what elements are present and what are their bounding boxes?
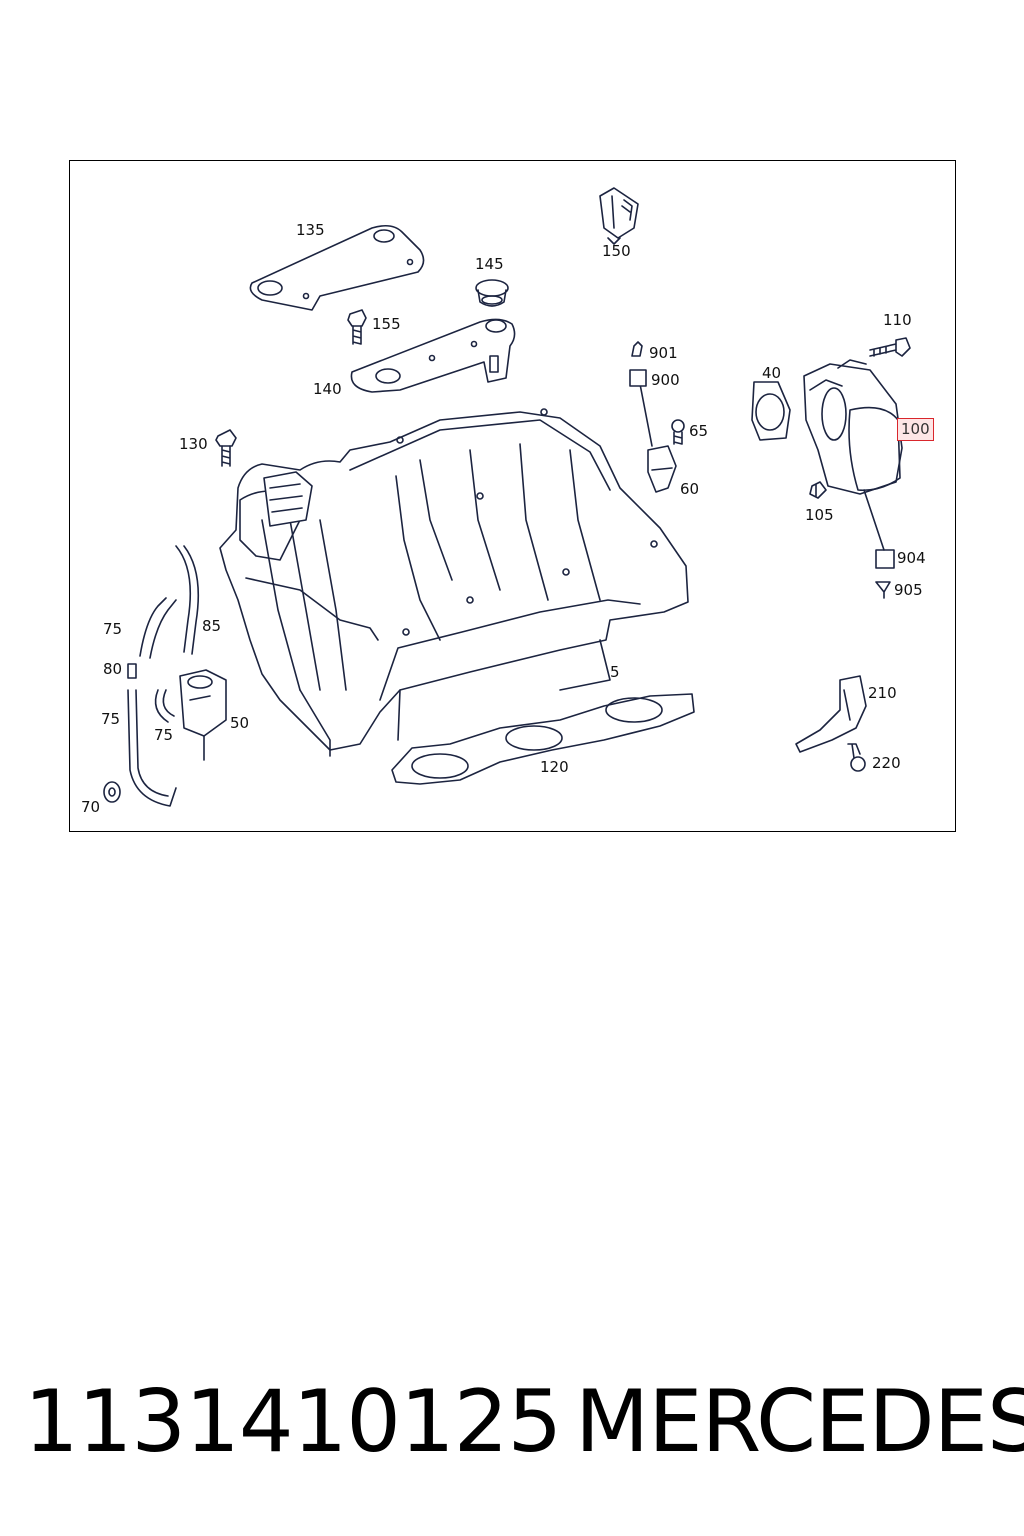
callout-145[interactable]: 145 — [475, 255, 504, 273]
callout-140[interactable]: 140 — [313, 380, 342, 398]
part-155-bolt — [347, 309, 367, 345]
part-135-bracket — [249, 224, 425, 311]
callout-85[interactable]: 85 — [202, 617, 222, 635]
callout-80[interactable]: 80 — [103, 660, 123, 678]
callout-905[interactable]: 905 — [894, 581, 923, 599]
callout-210[interactable]: 210 — [868, 684, 897, 702]
callout-75-lower[interactable]: 75 — [101, 710, 121, 728]
callout-70[interactable]: 70 — [81, 798, 101, 816]
part-145-cap — [475, 279, 509, 307]
callout-75-mid[interactable]: 75 — [154, 726, 174, 744]
callout-904[interactable]: 904 — [897, 549, 926, 567]
part-number-text: 1131410125 — [24, 1372, 562, 1472]
part-210-heat-shield — [795, 675, 867, 753]
callout-65[interactable]: 65 — [689, 422, 709, 440]
callout-900[interactable]: 900 — [651, 371, 680, 389]
part-120-gasket — [391, 693, 695, 785]
diagram-frame — [69, 160, 956, 832]
part-40-gasket — [751, 381, 791, 441]
part-5-intake-manifold — [219, 408, 689, 757]
part-60-sensor — [639, 383, 677, 493]
part-130-bolt — [215, 429, 237, 467]
callout-75-upper[interactable]: 75 — [103, 620, 123, 638]
part-75-hose-mid — [154, 689, 175, 723]
callout-130[interactable]: 130 — [179, 435, 208, 453]
callout-100-highlighted[interactable]: 100 — [897, 418, 934, 441]
part-900-connector — [629, 369, 647, 387]
part-100-throttle-body — [803, 359, 903, 495]
part-110-bolt — [869, 337, 911, 357]
part-50-valve — [179, 669, 227, 761]
callout-105[interactable]: 105 — [805, 506, 834, 524]
part-904-connector — [863, 489, 895, 569]
part-80-connector — [127, 663, 137, 679]
callout-50[interactable]: 50 — [230, 714, 250, 732]
callout-150[interactable]: 150 — [602, 242, 631, 260]
brand-text: MERCEDES — [575, 1372, 1024, 1472]
callout-220[interactable]: 220 — [872, 754, 901, 772]
part-140-bracket — [350, 318, 516, 393]
part-220-bolt — [847, 743, 866, 772]
callout-40[interactable]: 40 — [762, 364, 782, 382]
callout-5[interactable]: 5 — [610, 663, 620, 681]
part-75-hose-lower — [127, 689, 177, 807]
part-150-clip — [599, 187, 639, 245]
callout-120[interactable]: 120 — [540, 758, 569, 776]
part-105-clip — [809, 481, 827, 499]
part-85-hose — [175, 545, 200, 655]
callout-110[interactable]: 110 — [883, 311, 912, 329]
part-901-plug — [631, 341, 643, 357]
part-75-hose-upper — [139, 597, 177, 659]
callout-155[interactable]: 155 — [372, 315, 401, 333]
callout-901[interactable]: 901 — [649, 344, 678, 362]
part-65-screw — [671, 419, 685, 445]
part-70-washer — [103, 781, 121, 803]
part-905-plug — [875, 581, 891, 599]
callout-135[interactable]: 135 — [296, 221, 325, 239]
callout-60[interactable]: 60 — [680, 480, 700, 498]
